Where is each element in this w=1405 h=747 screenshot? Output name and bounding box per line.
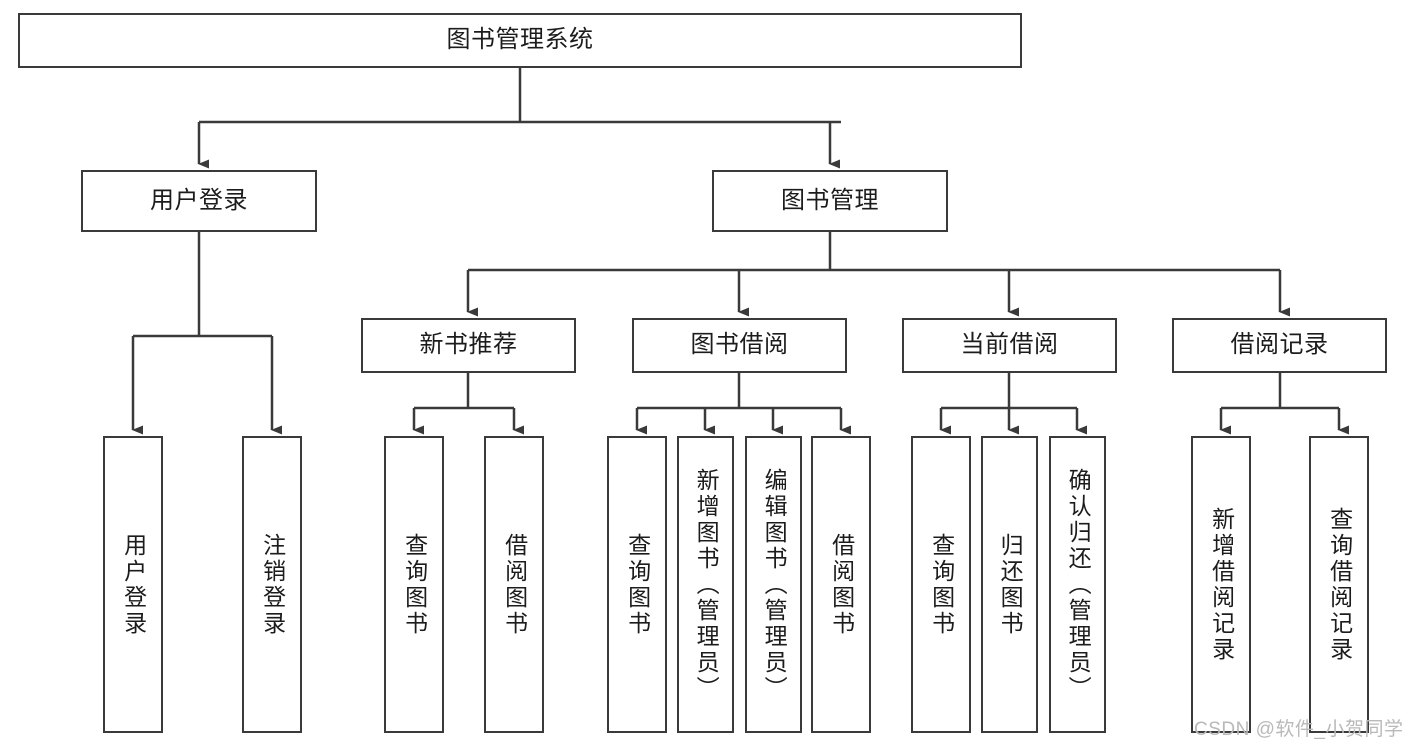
leaf-add-book[interactable]: 新增图书（管理员） xyxy=(677,436,734,733)
node-new-book-recommend-label: 新书推荐 xyxy=(419,331,518,359)
leaf-return-book[interactable]: 归还图书 xyxy=(981,436,1038,733)
edges-currentborrow-leaves xyxy=(939,373,1087,435)
node-current-borrow-label: 当前借阅 xyxy=(960,331,1059,359)
csdn-watermark: CSDN @软件_小贺同学 xyxy=(1194,719,1404,740)
node-book-borrow[interactable]: 图书借阅 xyxy=(632,318,847,373)
leaf-add-book-label: 新增图书（管理员） xyxy=(693,467,720,702)
edges-newbookrec-leaves xyxy=(412,373,524,435)
leaf-query-borrow-record-label: 查询借阅记录 xyxy=(1326,506,1353,663)
edges-bookborrow-leaves xyxy=(635,373,851,435)
leaf-query-book-3[interactable]: 查询图书 xyxy=(911,436,971,733)
node-book-manage-label: 图书管理 xyxy=(781,186,879,214)
leaf-query-book-1[interactable]: 查询图书 xyxy=(384,436,444,733)
edges-root-level2 xyxy=(197,68,841,169)
leaf-borrow-book-2-label: 借阅图书 xyxy=(828,532,855,637)
node-new-book-recommend[interactable]: 新书推荐 xyxy=(361,318,576,373)
leaf-add-borrow-record-label: 新增借阅记录 xyxy=(1208,506,1235,663)
node-root-label: 图书管理系统 xyxy=(446,26,594,54)
leaf-borrow-book-1-label: 借阅图书 xyxy=(501,532,528,637)
node-user-login[interactable]: 用户登录 xyxy=(81,170,317,232)
leaf-confirm-return[interactable]: 确认归还（管理员） xyxy=(1049,436,1106,733)
leaf-query-borrow-record[interactable]: 查询借阅记录 xyxy=(1309,436,1369,733)
edges-userlogin-leaves xyxy=(131,232,282,435)
leaf-query-book-2-label: 查询图书 xyxy=(624,532,651,637)
leaf-edit-book[interactable]: 编辑图书（管理员） xyxy=(745,436,802,733)
leaf-user-login-label: 用户登录 xyxy=(120,532,147,637)
node-user-login-label: 用户登录 xyxy=(150,186,248,214)
node-current-borrow[interactable]: 当前借阅 xyxy=(902,318,1117,373)
leaf-query-book-3-label: 查询图书 xyxy=(928,532,955,637)
leaf-query-book-2[interactable]: 查询图书 xyxy=(607,436,667,733)
edges-borrowrecord-leaves xyxy=(1219,373,1349,435)
node-book-manage[interactable]: 图书管理 xyxy=(712,170,948,232)
node-borrow-record[interactable]: 借阅记录 xyxy=(1172,318,1387,373)
leaf-borrow-book-1[interactable]: 借阅图书 xyxy=(484,436,544,733)
node-book-borrow-label: 图书借阅 xyxy=(690,331,789,359)
leaf-borrow-book-2[interactable]: 借阅图书 xyxy=(811,436,871,733)
leaf-edit-book-label: 编辑图书（管理员） xyxy=(761,467,788,702)
node-root[interactable]: 图书管理系统 xyxy=(18,13,1022,68)
edges-bookmanage-level3 xyxy=(466,232,1290,317)
leaf-add-borrow-record[interactable]: 新增借阅记录 xyxy=(1191,436,1251,733)
leaf-logout-label: 注销登录 xyxy=(259,532,286,637)
leaf-confirm-return-label: 确认归还（管理员） xyxy=(1065,467,1092,702)
leaf-logout[interactable]: 注销登录 xyxy=(242,436,302,733)
leaf-query-book-1-label: 查询图书 xyxy=(401,532,428,637)
leaf-user-login[interactable]: 用户登录 xyxy=(103,436,163,733)
leaf-return-book-label: 归还图书 xyxy=(997,532,1024,637)
node-borrow-record-label: 借阅记录 xyxy=(1230,331,1329,359)
